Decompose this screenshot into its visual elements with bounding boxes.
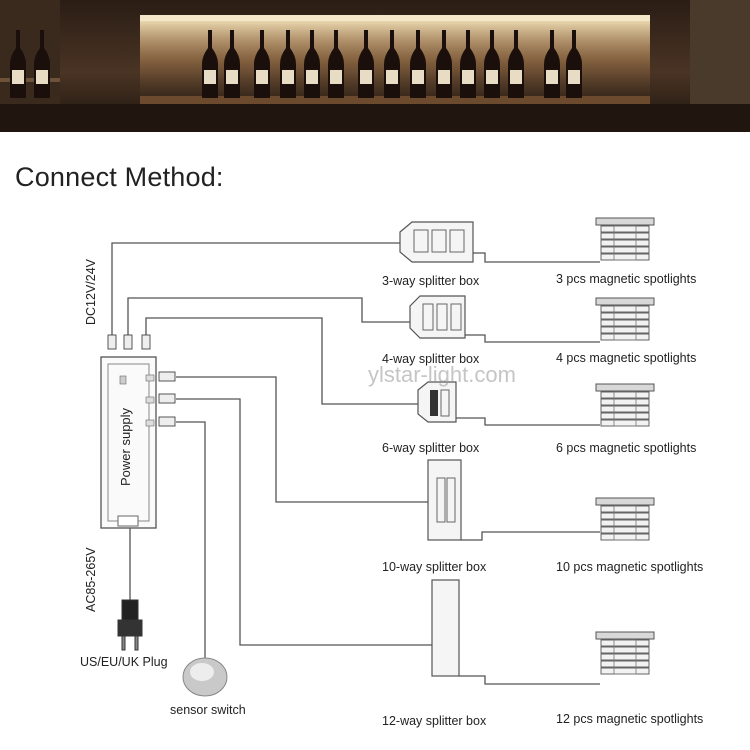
splitter-4way-label: 4-way splitter box [382,352,480,366]
spotlight-icon [595,297,655,341]
bottle-label [510,70,522,84]
bottle-label [306,70,318,84]
bottle-label [204,70,216,84]
bottle-label [412,70,424,84]
plug-label: US/EU/UK Plug [80,655,168,669]
splitter-3way [399,221,474,263]
bottle-label [282,70,294,84]
bottle-label [546,70,558,84]
bottle-label [256,70,268,84]
power-supply-label: Power supply [118,407,133,486]
wine-shelf-photo [0,0,750,132]
bottle-label [12,70,24,84]
sensor-switch-label: sensor switch [170,703,246,717]
splitter-4way [409,295,466,339]
splitter-12way-label: 12-way splitter box [382,714,487,728]
watermark: ylstar-light.com [368,362,516,387]
bottle-label [462,70,474,84]
bottle-label [438,70,450,84]
bottle-label [36,70,48,84]
dc-voltage-label: DC12V/24V [84,258,98,325]
splitter-12way [431,579,460,677]
spotlight-icon [595,217,655,261]
spotlights-4-label: 4 pcs magnetic spotlights [556,351,697,365]
spotlights-3-label: 3 pcs magnetic spotlights [556,272,697,286]
spotlight-icon [595,383,655,427]
sensor-switch-icon [182,657,228,697]
bottle-label [568,70,580,84]
splitter-3way-label: 3-way splitter box [382,274,480,288]
bottle-label [360,70,372,84]
power-plug-icon [117,599,143,651]
spotlights-10-label: 10 pcs magnetic spotlights [556,560,704,574]
splitter-10way [427,459,462,541]
bottle-label [486,70,498,84]
dc-connectors [107,334,151,350]
splitter-6way-label: 6-way splitter box [382,441,480,455]
spotlight-icon [595,631,655,675]
spotlights-6-label: 6 pcs magnetic spotlights [556,441,697,455]
ac-voltage-label: AC85-265V [84,547,98,612]
splitter-10way-label: 10-way splitter box [382,560,487,574]
spotlights-12-label: 12 pcs magnetic spotlights [556,712,704,726]
bottle-label [330,70,342,84]
spotlight-icon [595,497,655,541]
bottle-label [386,70,398,84]
power-supply-box [100,356,157,529]
output-connectors [158,371,176,427]
bottle-label [226,70,238,84]
page-title: Connect Method: [15,162,224,192]
splitter-6way [417,381,457,423]
